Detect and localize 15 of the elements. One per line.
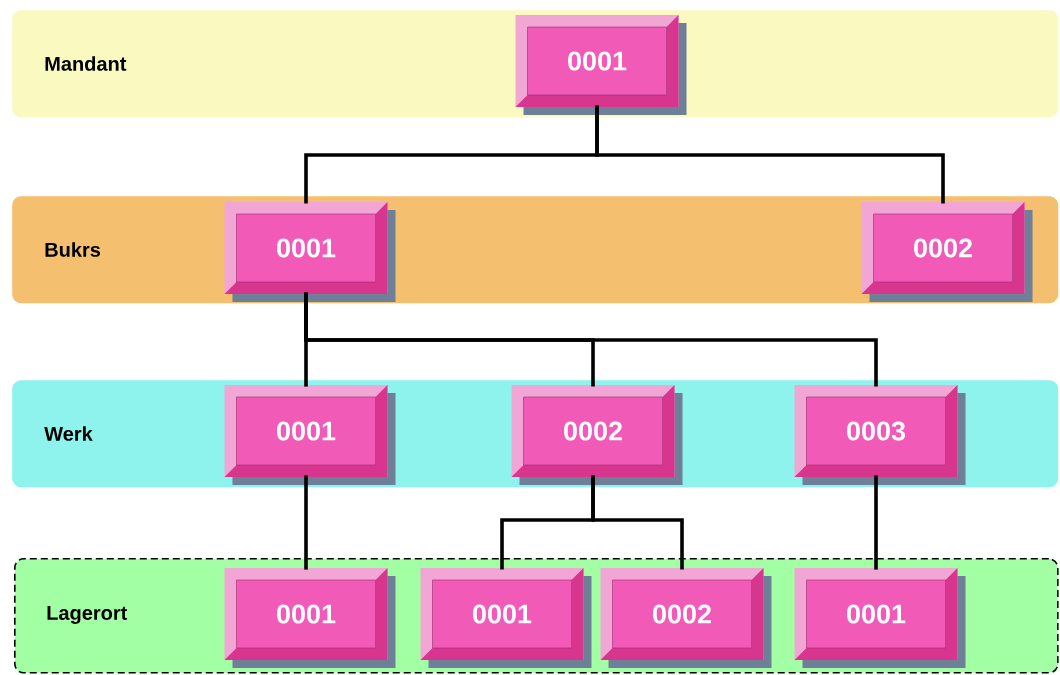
connector-line (874, 475, 878, 570)
connector-line (591, 475, 684, 570)
org-unit-box: 0001 (224, 568, 396, 668)
org-unit-box: 0002 (511, 385, 683, 485)
org-unit-box: 0002 (600, 568, 772, 668)
org-unit-box: 0003 (794, 385, 966, 485)
org-unit-box: 0001 (224, 385, 396, 485)
connector-line (304, 475, 308, 570)
connector-line (304, 292, 878, 387)
org-unit-box: 0002 (861, 202, 1033, 302)
connector-line (595, 105, 945, 204)
org-unit-box: 0001 (794, 568, 966, 668)
org-unit-box: 0001 (224, 202, 396, 302)
org-unit-box: 0001 (420, 568, 592, 668)
org-unit-box: 0001 (515, 15, 687, 115)
